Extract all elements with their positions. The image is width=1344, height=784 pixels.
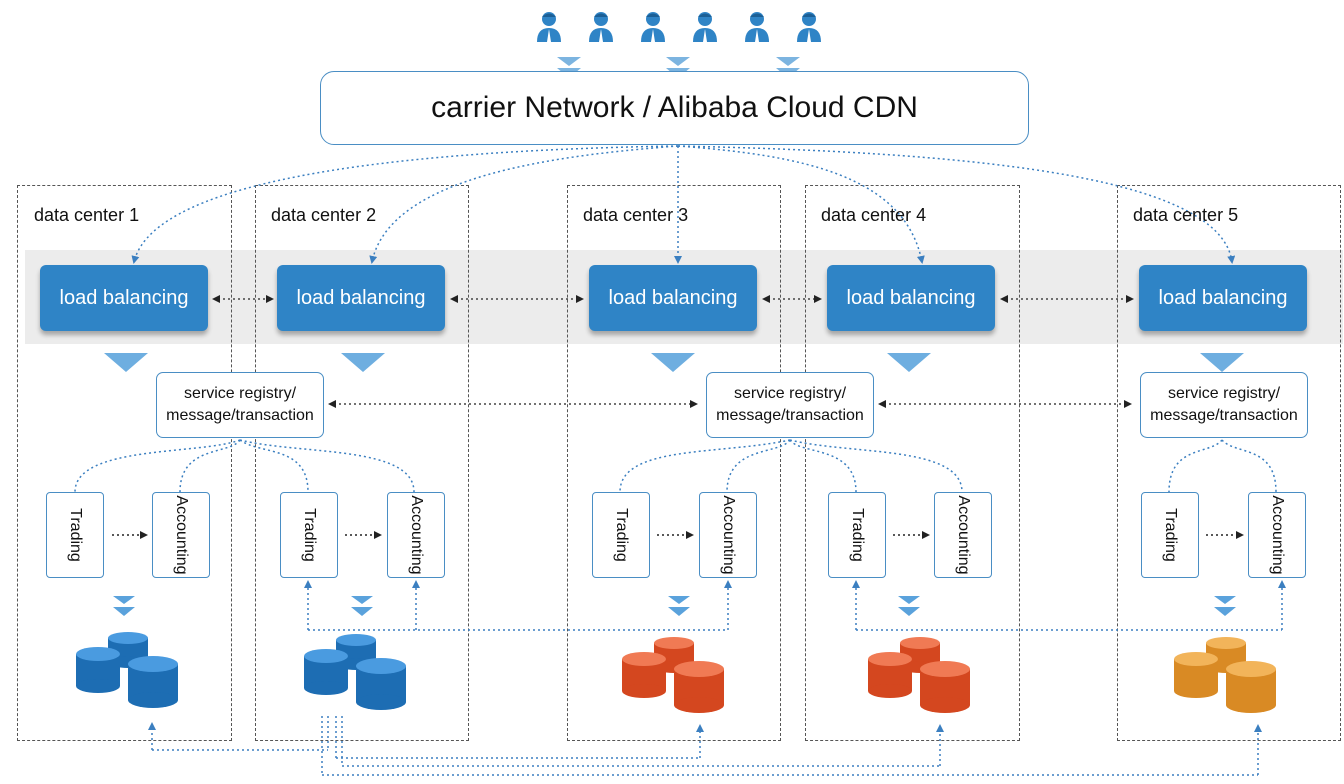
database-cluster-1 <box>76 632 178 708</box>
data-center-2-label: data center 2 <box>271 205 377 225</box>
trading-service-3: Trading <box>592 492 650 578</box>
user-icon <box>589 12 613 42</box>
database-icon <box>356 658 406 710</box>
database-cluster-2 <box>304 634 406 710</box>
data-center-1-label: data center 1 <box>34 205 140 225</box>
service-label: Trading <box>67 508 84 562</box>
data-center-3-label: data center 3 <box>583 205 689 225</box>
service-registry-1: service registry/ message/transaction <box>156 372 324 438</box>
trading-service-4: Trading <box>828 492 886 578</box>
cdn-label: carrier Network / Alibaba Cloud CDN <box>431 91 918 124</box>
trading-service-2: Trading <box>280 492 338 578</box>
service-label: Accounting <box>720 495 737 575</box>
registry-line1: service registry/ <box>183 385 297 402</box>
service-label: Trading <box>849 508 866 562</box>
trading-service-5: Trading <box>1141 492 1199 578</box>
database-icon <box>128 656 178 708</box>
load-balancer-4: load balancing <box>827 265 995 331</box>
lb-label: load balancing <box>608 286 738 309</box>
registry-line1: service registry/ <box>733 385 847 402</box>
database-cluster-4 <box>868 637 970 713</box>
service-registry-3: service registry/ message/transaction <box>1140 372 1308 438</box>
database-icon <box>868 652 912 698</box>
database-icon <box>920 661 970 713</box>
database-icon <box>304 649 348 695</box>
lb-label: load balancing <box>296 286 426 309</box>
lb-label: load balancing <box>59 286 189 309</box>
user-icon <box>641 12 665 42</box>
service-label: Accounting <box>955 495 972 575</box>
accounting-service-5: Accounting <box>1248 492 1306 578</box>
accounting-service-2: Accounting <box>387 492 445 578</box>
service-label: Accounting <box>408 495 425 575</box>
accounting-service-1: Accounting <box>152 492 210 578</box>
trading-service-1: Trading <box>46 492 104 578</box>
user-icon <box>745 12 769 42</box>
load-balancer-3: load balancing <box>589 265 757 331</box>
database-cluster-3 <box>622 637 724 713</box>
service-label: Accounting <box>1269 495 1286 575</box>
service-label: Trading <box>613 508 630 562</box>
user-icon <box>537 12 561 42</box>
registry-line2: message/transaction <box>716 407 864 424</box>
user-icon <box>797 12 821 42</box>
database-icon <box>1174 652 1218 698</box>
load-balancer-2: load balancing <box>277 265 445 331</box>
user-icon <box>693 12 717 42</box>
load-balancer-1: load balancing <box>40 265 208 331</box>
service-label: Trading <box>301 508 318 562</box>
service-registry-2: service registry/ message/transaction <box>706 372 874 438</box>
registry-line2: message/transaction <box>1150 407 1298 424</box>
data-center-4-label: data center 4 <box>821 205 927 225</box>
database-cluster-5 <box>1174 637 1276 713</box>
cdn-box: carrier Network / Alibaba Cloud CDN <box>320 71 1029 145</box>
database-icon <box>1226 661 1276 713</box>
lb-label: load balancing <box>846 286 976 309</box>
service-label: Accounting <box>173 495 190 575</box>
data-center-5-label: data center 5 <box>1133 205 1239 225</box>
database-icon <box>76 647 120 693</box>
load-balancer-5: load balancing <box>1139 265 1307 331</box>
accounting-service-4: Accounting <box>934 492 992 578</box>
database-icon <box>622 652 666 698</box>
lb-label: load balancing <box>1158 286 1288 309</box>
database-icon <box>674 661 724 713</box>
registry-line2: message/transaction <box>166 407 314 424</box>
accounting-service-3: Accounting <box>699 492 757 578</box>
service-label: Trading <box>1162 508 1179 562</box>
registry-line1: service registry/ <box>1167 385 1281 402</box>
